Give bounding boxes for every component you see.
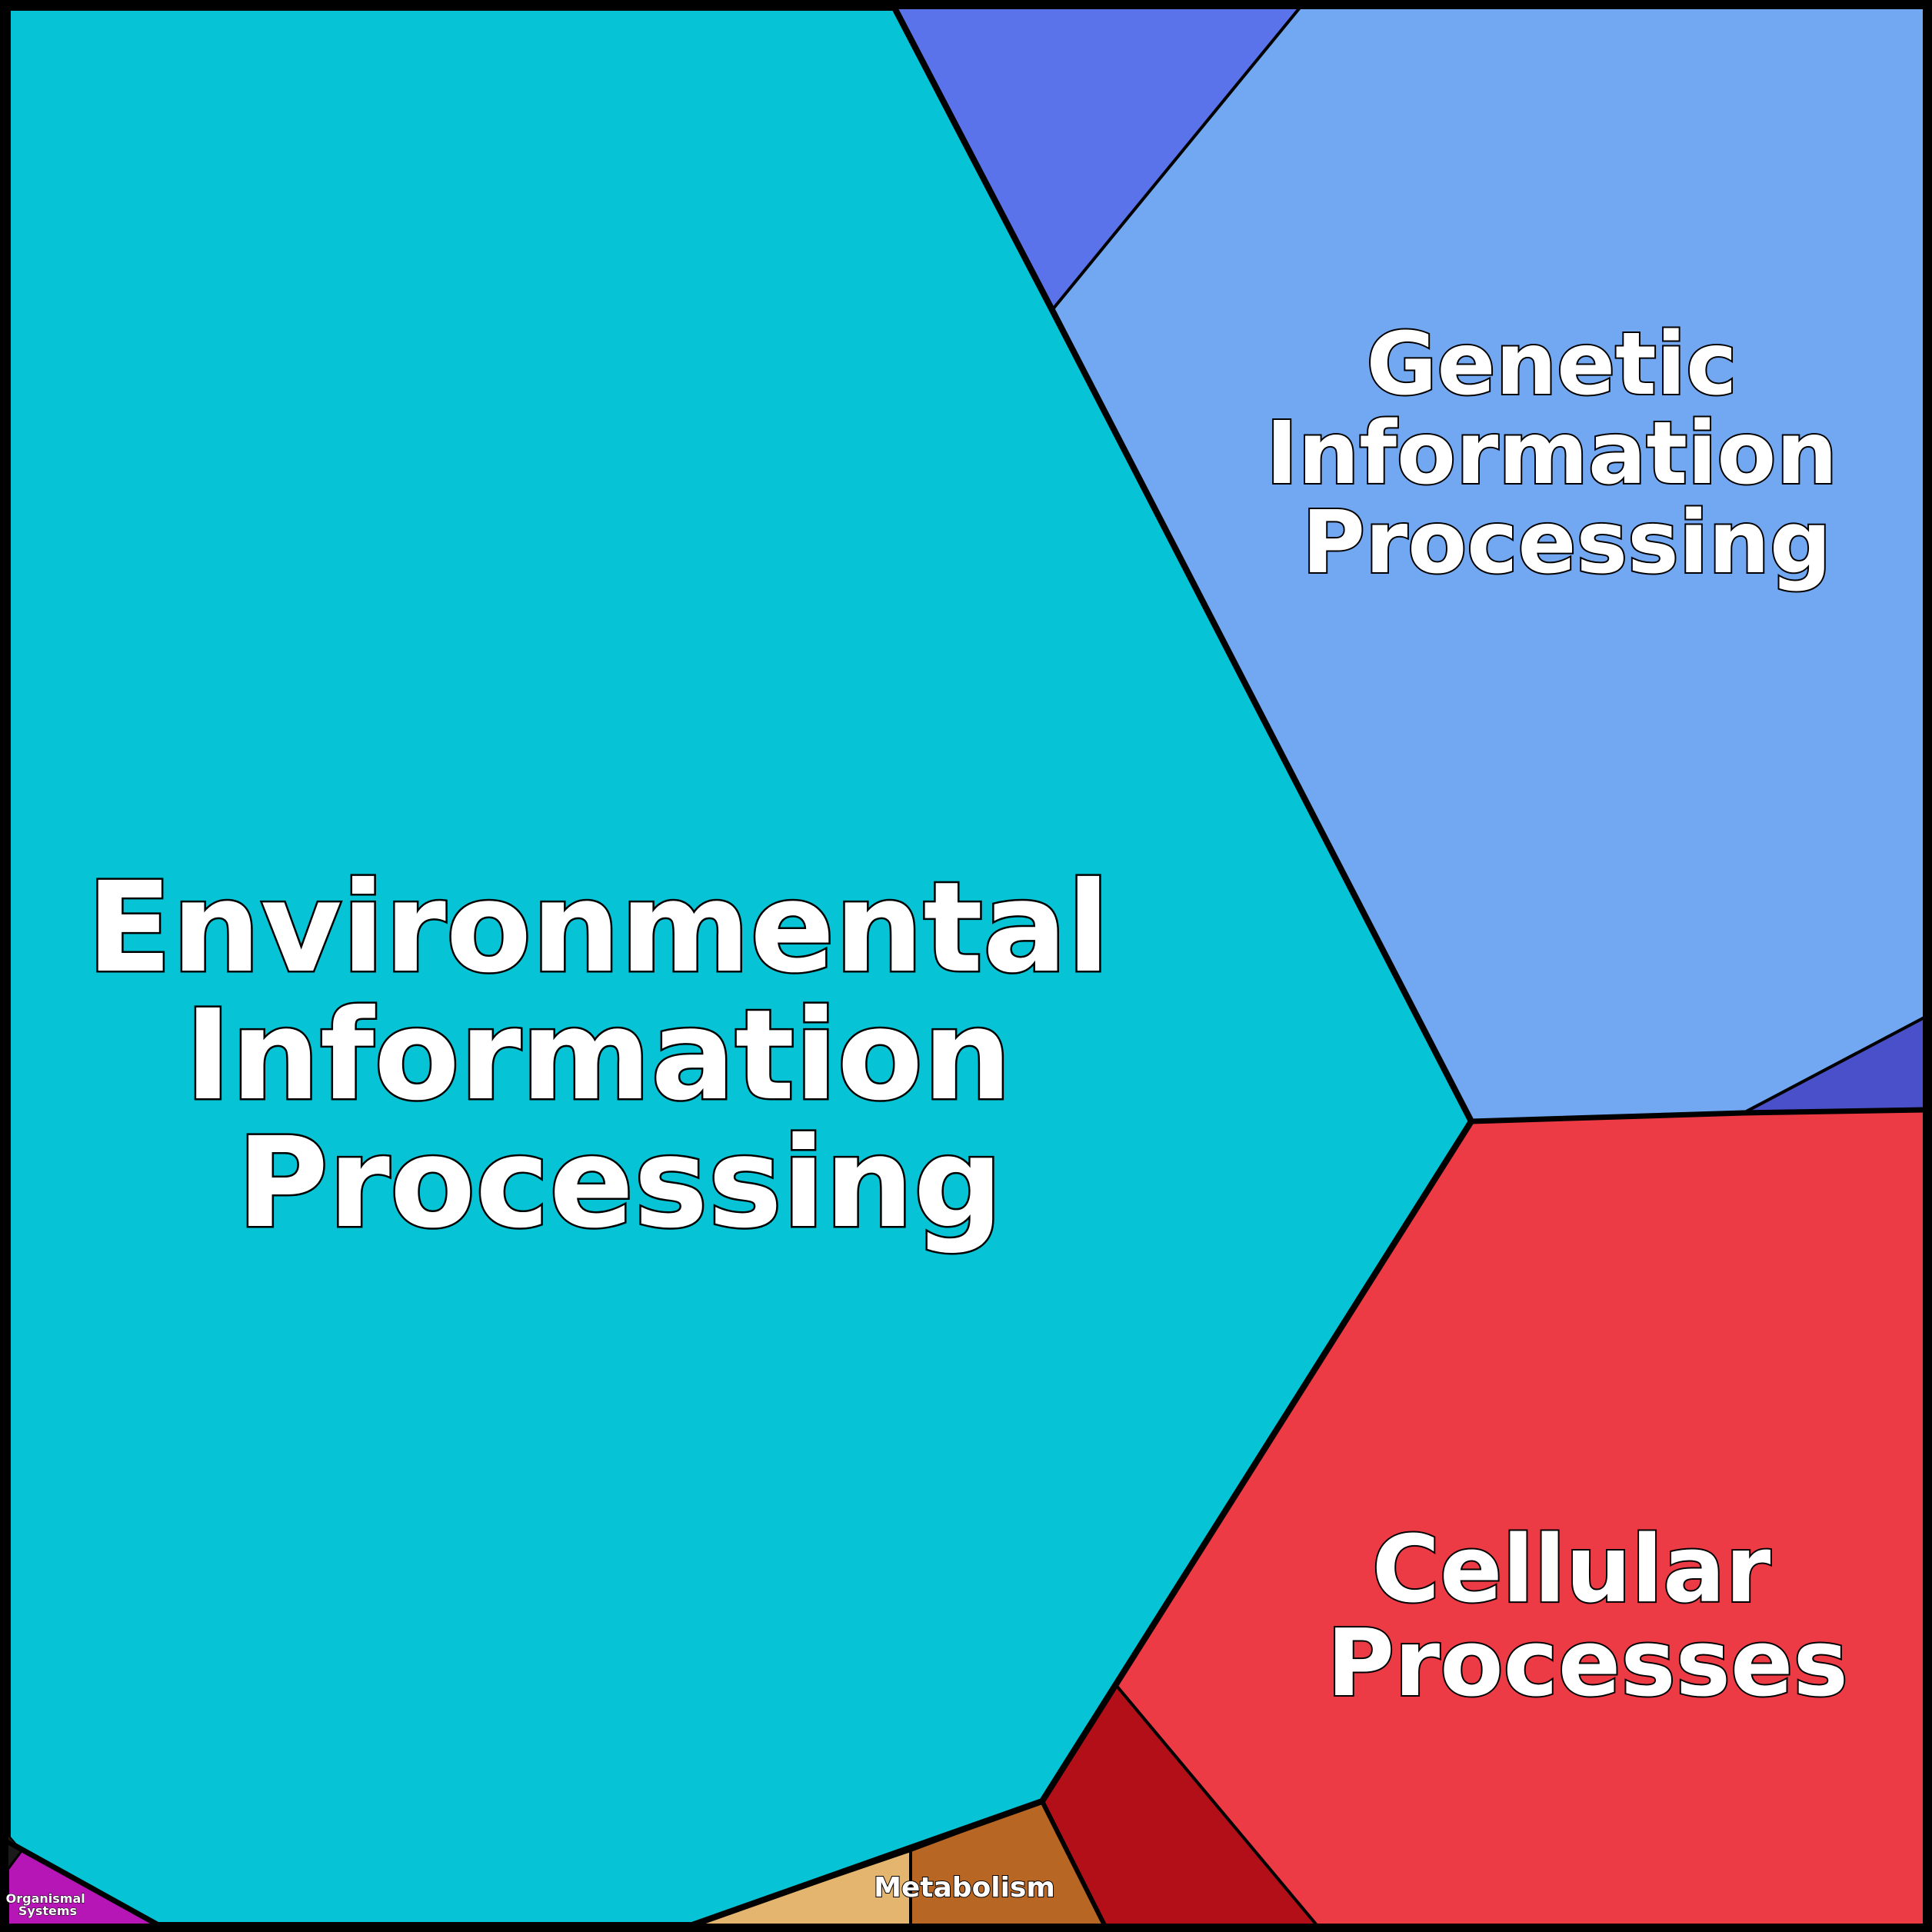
label-organismal-line-1: Organismal [6,1891,85,1906]
label-environmental-line-1: Environmental [87,856,1110,1001]
boundary-genetic-cellular [1471,1107,1925,1124]
boundary-metabolism [1040,1800,1107,1927]
label-environmental: Environmental Information Processing [87,856,1153,1256]
label-cellular: Cellular Processes [1327,1517,1848,1717]
label-genetic: Genetic Information Processing [1266,315,1867,593]
label-cellular-line-2: Processes [1327,1611,1848,1717]
label-environmental-line-3: Processing [237,1111,1003,1256]
label-environmental-line-2: Information [185,984,1011,1128]
label-genetic-line-2: Information [1266,404,1837,504]
label-organismal: Organismal Systems [6,1891,90,1918]
label-cellular-line-1: Cellular [1372,1517,1770,1624]
label-metabolism-line-1: Metabolism [874,1872,1055,1904]
label-metabolism: Metabolism [874,1872,1055,1904]
label-organismal-line-2: Systems [18,1904,77,1918]
label-genetic-line-1: Genetic [1367,315,1737,415]
boundary-organismal [6,1840,159,1927]
label-genetic-line-3: Processing [1302,493,1831,593]
